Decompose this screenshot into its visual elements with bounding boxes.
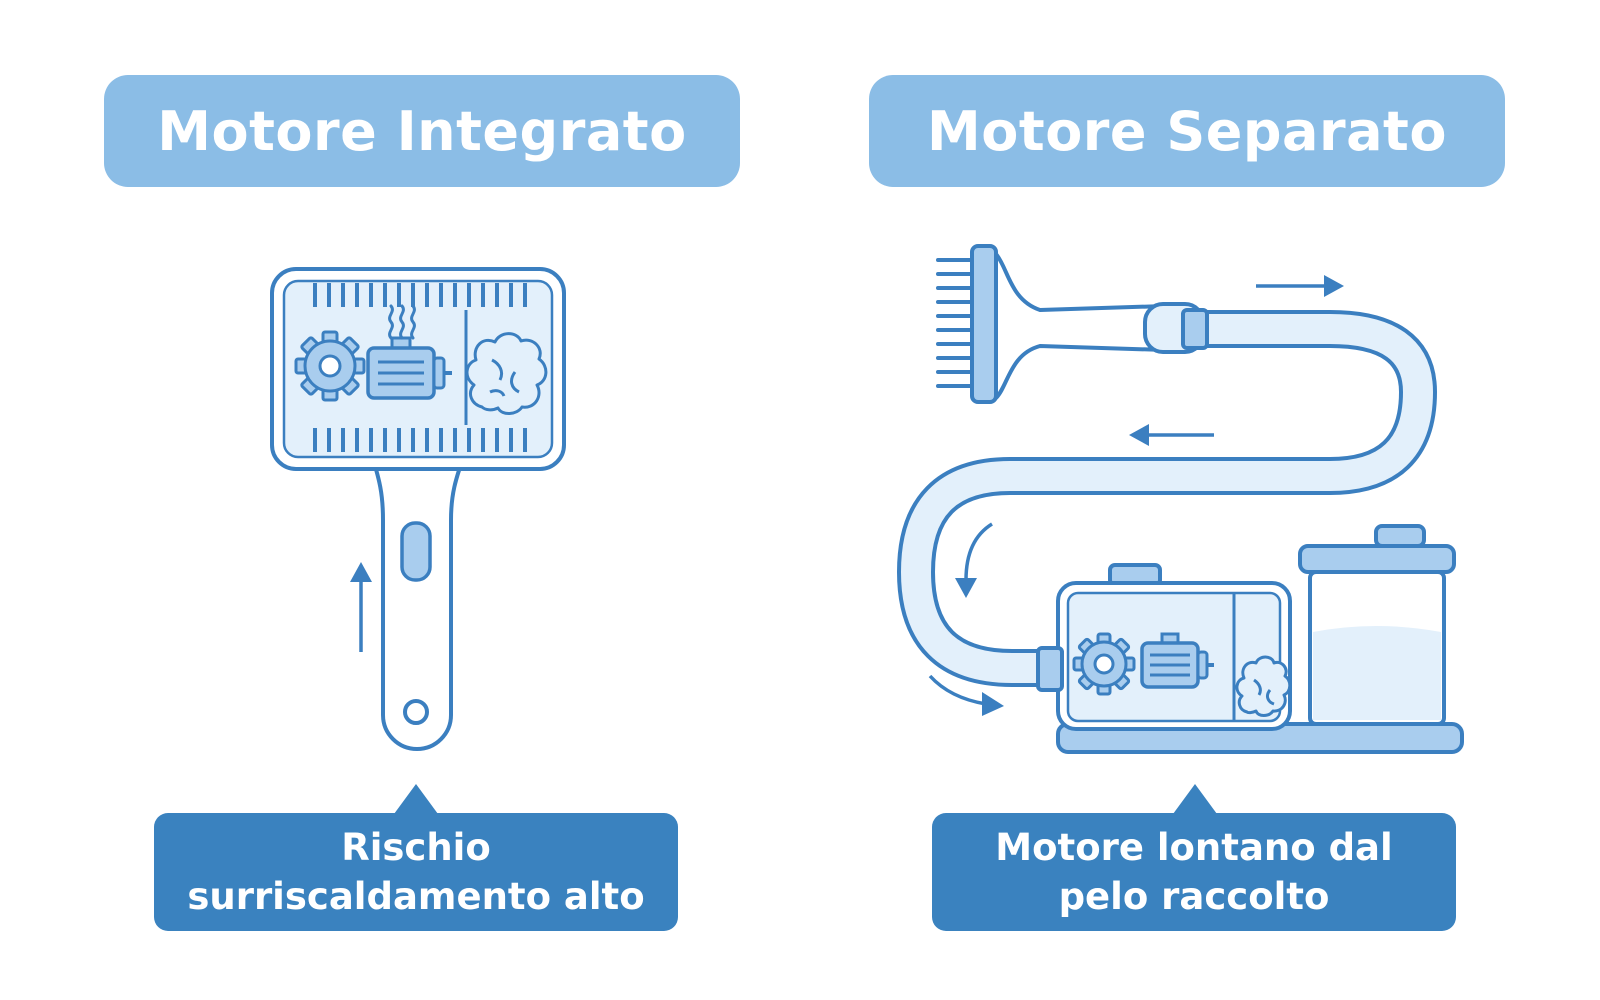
separate-motor-title: Motore Separato: [869, 75, 1505, 187]
unit-inlet: [1036, 646, 1064, 692]
caption-line: surriscaldamento alto: [187, 875, 645, 918]
hair-clump-icon: [465, 332, 548, 415]
caption-line: Motore lontano dal: [995, 826, 1393, 869]
caption-pointer-left: [394, 784, 438, 814]
hair-clump-icon: [1235, 655, 1292, 717]
flow-arrow-icon: [928, 674, 1004, 716]
gear-icon: [294, 330, 366, 402]
bristles-bottom: [304, 428, 536, 452]
gear-icon: [1072, 632, 1136, 696]
container-icon: [1298, 524, 1456, 726]
handle-button: [400, 521, 432, 582]
integrated-brush: [270, 267, 566, 751]
flow-arrow-icon: [1129, 424, 1214, 446]
integrated-motor-title: Motore Integrato: [104, 75, 740, 187]
separate-system: [896, 244, 1464, 754]
flow-arrow-icon: [350, 562, 372, 652]
flow-arrow-icon: [955, 522, 993, 598]
motor-icon: [1140, 632, 1214, 689]
comb-head: [970, 244, 998, 404]
caption-line: pelo raccolto: [1058, 875, 1330, 918]
comb-neck: [994, 252, 1167, 400]
caption-line: Rischio: [341, 826, 491, 869]
motor-icon: [366, 336, 452, 400]
flow-arrow-icon: [1256, 275, 1344, 297]
caption-pointer-right: [1173, 784, 1217, 814]
handle-hole: [403, 699, 429, 725]
heat-waves-icon: [388, 304, 416, 340]
integrated-motor-caption: Rischio surriscaldamento alto: [154, 813, 678, 931]
brush-handle: [367, 448, 469, 751]
separate-motor-caption: Motore lontano dal pelo raccolto: [932, 813, 1456, 931]
bristles-top: [304, 283, 536, 307]
